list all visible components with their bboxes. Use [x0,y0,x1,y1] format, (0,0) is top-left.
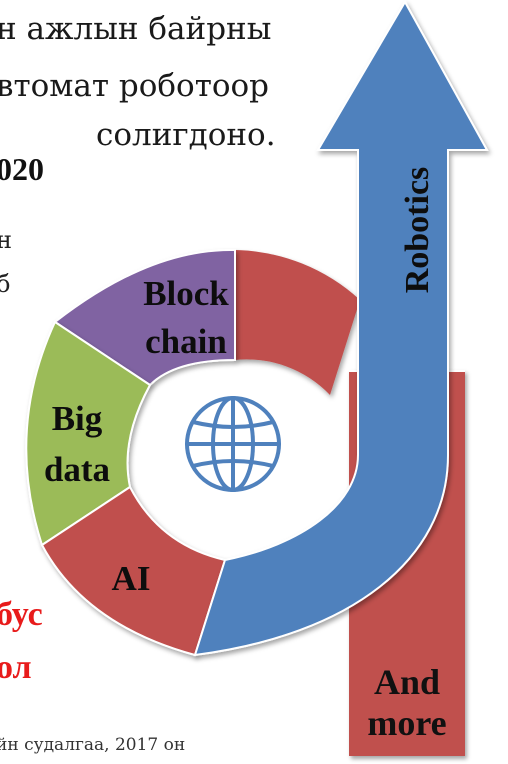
label-block: Block [143,274,229,313]
text-line-1: н ажлын байрны [0,11,272,47]
red-text-line-1: бус [0,596,43,633]
label-big: Big [52,399,103,438]
ring-segment-big-data [25,320,152,547]
robotics-arrow [193,0,489,657]
text-fragment-n: н [0,226,12,254]
label-chain: chain [145,322,227,361]
label-data: data [44,450,110,489]
red-text-line-2: ол [0,649,32,686]
and-more-line-2: more [367,703,447,743]
text-line-3: солигдоно. [96,117,276,153]
text-line-2: втомат роботоор [0,68,270,104]
globe-icon [185,396,281,492]
ring-segment-top-red [235,250,360,395]
label-ai: AI [112,559,151,598]
source-caption: йн судалгаа, 2017 он [0,735,186,755]
label-robotics: Robotics [399,167,436,294]
and-more-label: And more [349,652,465,754]
and-more-line-1: And [373,661,441,702]
year-fragment: 020 [0,151,44,187]
text-fragment-b: б [0,270,11,298]
